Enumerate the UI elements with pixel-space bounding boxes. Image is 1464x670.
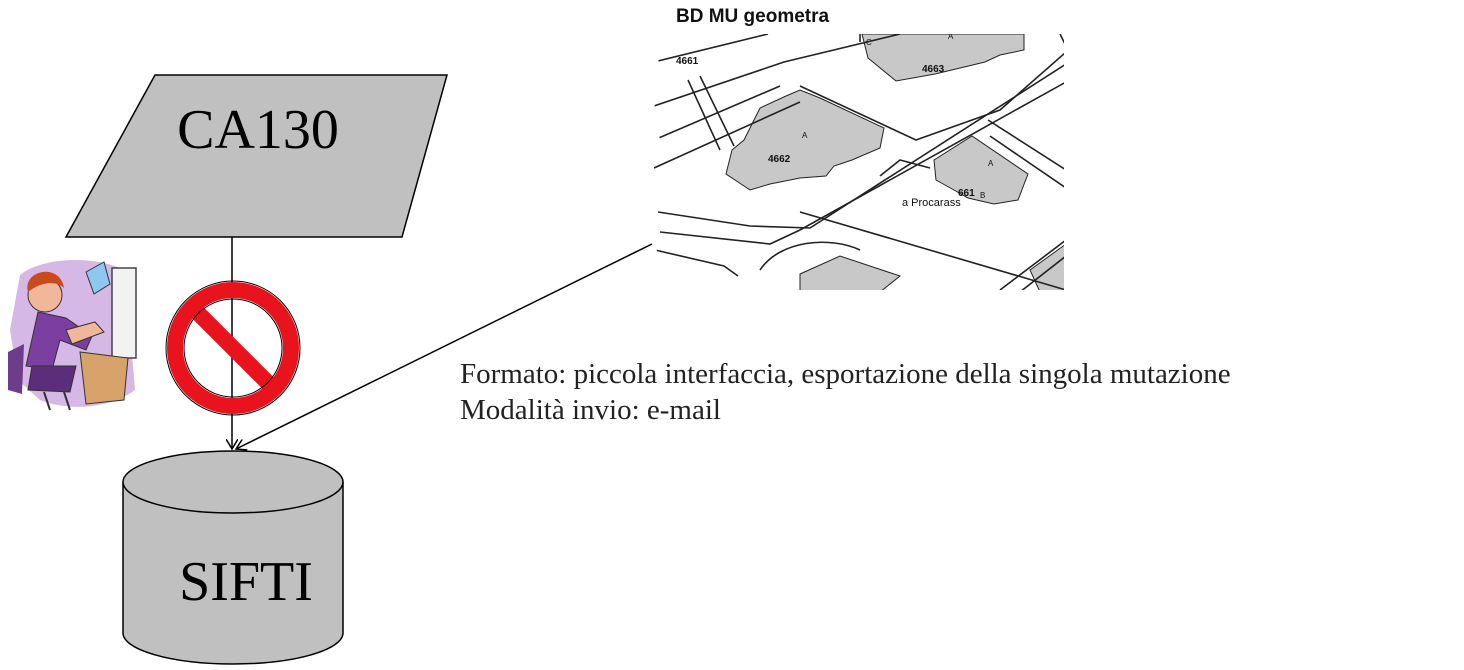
parcel-label: 4662 <box>768 154 791 165</box>
parcel-label: A <box>988 159 994 168</box>
prohibited-icon <box>165 280 301 416</box>
parcel-label: C <box>866 38 872 47</box>
parcel-label: 4661 <box>676 56 699 67</box>
input-node-label: CA130 <box>177 99 339 161</box>
cadastral-map: 4661 4663 4662 661 B C A A A a Procarass <box>652 32 1064 290</box>
db-node-sifti: SIFTI <box>122 450 344 665</box>
db-node-label: SIFTI <box>179 551 313 613</box>
info-format-line: Formato: piccola interfaccia, esportazio… <box>460 358 1231 390</box>
info-delivery-line: Modalità invio: e-mail <box>460 394 721 426</box>
parcel-label: B <box>980 191 985 200</box>
parcel-label: A <box>802 131 808 140</box>
map-title: BD MU geometra <box>676 6 830 27</box>
office-worker-icon <box>8 259 137 411</box>
street-label: a Procarass <box>902 197 961 209</box>
parcel-label: 661 <box>958 188 975 199</box>
input-node-ca130: CA130 <box>64 74 448 238</box>
connector-diagonal <box>236 243 653 449</box>
info-text: Formato: piccola interfaccia, esportazio… <box>460 356 1231 428</box>
parcel-label: A <box>948 32 954 41</box>
parcel-label: 4663 <box>922 64 945 75</box>
